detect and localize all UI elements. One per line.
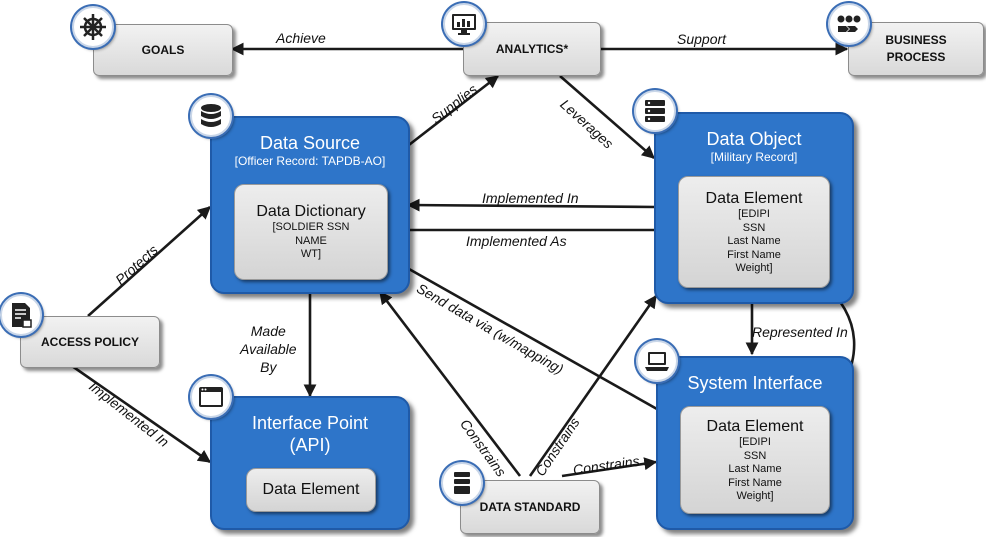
node-access-policy-label: ACCESS POLICY bbox=[40, 334, 139, 349]
data-dictionary-line: WT] bbox=[300, 248, 322, 260]
system-interface-element-line: [EDIPI bbox=[739, 436, 771, 448]
node-data-standard-label: DATA STANDARD bbox=[479, 499, 581, 514]
edge-label-achieve: Achieve bbox=[276, 30, 326, 46]
edge-constrains-mid bbox=[528, 294, 658, 477]
data-source-title: Data Source bbox=[259, 133, 361, 153]
edge-label-represented-in: Represented In bbox=[752, 324, 848, 340]
edge-supplies bbox=[404, 74, 500, 150]
data-object-element-line: SSN bbox=[742, 221, 766, 234]
system-interface-element-line: Weight] bbox=[736, 490, 774, 502]
laptop-icon bbox=[636, 340, 678, 382]
node-system-interface[interactable]: System Interface Data Element [EDIPI SSN… bbox=[656, 356, 854, 530]
system-interface-title: System Interface bbox=[687, 373, 823, 393]
edge-label-made-available-by: Made Available By bbox=[240, 322, 297, 376]
node-access-policy[interactable]: ACCESS POLICY bbox=[20, 316, 160, 368]
data-source-subtitle: [Officer Record: TAPDB-AO] bbox=[234, 154, 386, 168]
edge-send-data-via bbox=[385, 254, 682, 424]
edge-implemented-in-top bbox=[406, 198, 657, 212]
data-dictionary-box[interactable]: Data Dictionary [SOLDIER SSN NAME WT] bbox=[234, 184, 388, 280]
ship-wheel-icon bbox=[72, 6, 114, 48]
node-goals-label: GOALS bbox=[141, 42, 185, 57]
node-data-standard[interactable]: DATA STANDARD bbox=[460, 480, 600, 534]
edge-label-made-line3: By bbox=[260, 359, 277, 375]
edge-leverages bbox=[559, 75, 655, 159]
system-interface-element-line: First Name bbox=[728, 476, 782, 489]
process-dots-icon bbox=[828, 3, 870, 45]
edge-label-made-line1: Made bbox=[250, 323, 286, 339]
edge-implemented-in-left bbox=[71, 364, 212, 464]
data-dictionary-title: Data Dictionary bbox=[256, 203, 366, 220]
node-goals[interactable]: GOALS bbox=[93, 24, 233, 76]
server-icon bbox=[634, 90, 676, 132]
system-interface-element-box[interactable]: Data Element [EDIPI SSN Last Name First … bbox=[680, 406, 830, 514]
interface-point-title-line2: (API) bbox=[289, 435, 331, 455]
node-analytics[interactable]: ANALYTICS* bbox=[463, 22, 601, 76]
edge-protects bbox=[87, 206, 211, 317]
system-interface-element-line: SSN bbox=[743, 449, 767, 462]
system-interface-element-title: Data Element bbox=[706, 418, 804, 435]
data-object-element-line: First Name bbox=[727, 248, 781, 261]
data-object-element-box[interactable]: Data Element [EDIPI SSN Last Name First … bbox=[678, 176, 830, 288]
data-object-title: Data Object bbox=[706, 129, 802, 149]
file-stack-icon bbox=[441, 462, 483, 504]
node-business-process-line2: PROCESS bbox=[886, 50, 946, 64]
node-analytics-label: ANALYTICS* bbox=[495, 41, 569, 56]
monitor-chart-icon bbox=[443, 3, 485, 45]
data-object-element-line: Last Name bbox=[727, 235, 781, 247]
browser-window-icon bbox=[190, 376, 232, 418]
node-business-process-line1: BUSINESS bbox=[885, 33, 947, 47]
data-dictionary-line: [SOLDIER SSN bbox=[272, 221, 350, 233]
edge-label-implemented-as: Implemented As bbox=[466, 233, 567, 249]
node-data-object[interactable]: Data Object [Military Record] Data Eleme… bbox=[654, 112, 854, 304]
system-interface-element-line: Last Name bbox=[728, 463, 782, 475]
edge-constrains-right bbox=[561, 457, 658, 478]
data-object-subtitle: [Military Record] bbox=[710, 150, 798, 164]
data-object-element-line: Weight] bbox=[735, 262, 773, 274]
node-data-source[interactable]: Data Source [Officer Record: TAPDB-AO] D… bbox=[210, 116, 410, 294]
edge-label-implemented-in-top: Implemented In bbox=[482, 190, 579, 206]
edge-label-made-line2: Available bbox=[240, 341, 297, 357]
data-object-element-title: Data Element bbox=[705, 190, 803, 207]
document-lock-icon bbox=[0, 294, 42, 336]
edge-constrains-left bbox=[378, 290, 522, 477]
data-object-element-line: [EDIPI bbox=[738, 208, 770, 220]
interface-point-title-line1: Interface Point bbox=[251, 413, 369, 433]
data-dictionary-line: NAME bbox=[295, 234, 327, 247]
interface-point-element-title: Data Element bbox=[262, 481, 360, 498]
interface-point-element-box[interactable]: Data Element bbox=[246, 468, 376, 512]
node-business-process[interactable]: BUSINESS PROCESS bbox=[848, 22, 984, 76]
database-icon bbox=[190, 95, 232, 137]
edge-label-support: Support bbox=[677, 31, 727, 47]
node-interface-point[interactable]: Interface Point (API) Data Element bbox=[210, 396, 410, 530]
